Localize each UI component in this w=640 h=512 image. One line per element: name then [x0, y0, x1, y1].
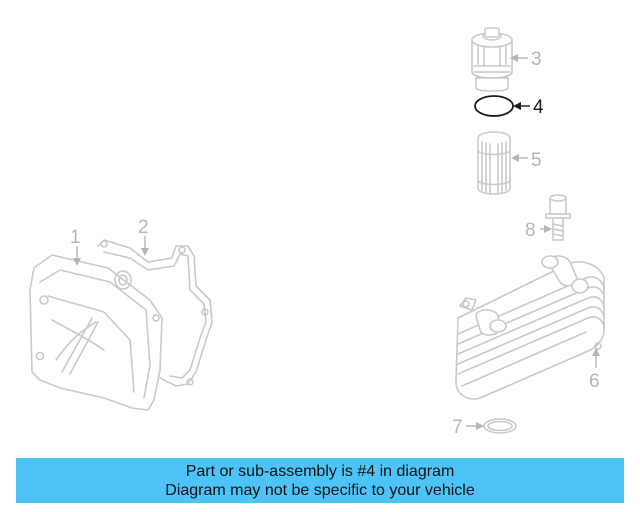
part-1-oil-pan[interactable] [29, 254, 163, 411]
callout-label-7: 7 [452, 417, 463, 438]
callout-label-3: 3 [531, 49, 542, 70]
part-6-oil-cooler[interactable] [455, 255, 605, 400]
callout-label-5: 5 [531, 150, 542, 171]
callout-label-1: 1 [70, 227, 81, 248]
part-3-filter-cap[interactable] [471, 27, 513, 92]
banner-line-disclaimer: Diagram may not be specific to your vehi… [165, 481, 475, 499]
callout-6: 6 [589, 348, 600, 392]
part-8-bolt[interactable] [545, 194, 571, 241]
callout-label-4: 4 [533, 97, 544, 118]
parts-diagram: 1 2 3 4 5 6 7 8 [29, 27, 605, 438]
banner-line-part-number: Part or sub-assembly is #4 in diagram [185, 462, 455, 480]
part-7-seal-ring[interactable] [483, 418, 517, 434]
info-banner: Part or sub-assembly is #4 in diagram Di… [16, 458, 624, 503]
callout-7: 7 [452, 417, 484, 438]
part-2-pan-gasket[interactable] [97, 239, 213, 387]
part-4-o-ring[interactable] [474, 95, 514, 117]
callout-label-2: 2 [138, 217, 149, 238]
part-5-filter-element[interactable] [477, 131, 511, 195]
callout-5: 5 [511, 150, 542, 171]
callout-2: 2 [138, 217, 149, 256]
callout-3: 3 [510, 49, 542, 70]
callout-8: 8 [525, 220, 552, 241]
callout-1: 1 [70, 227, 81, 266]
callout-4: 4 [513, 97, 544, 118]
callout-label-6: 6 [589, 371, 600, 392]
callout-label-8: 8 [525, 220, 536, 241]
